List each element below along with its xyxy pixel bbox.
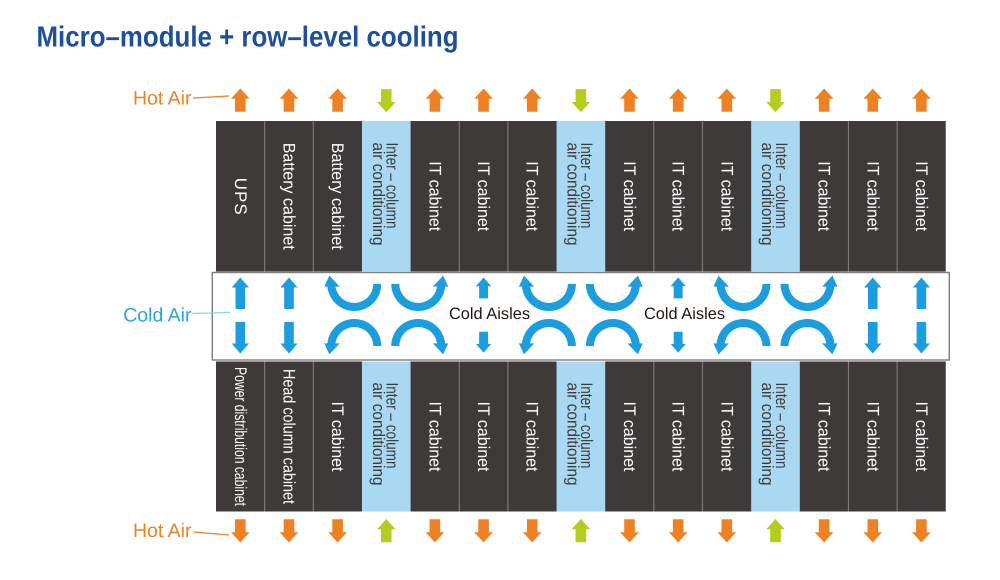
svg-text:Cold Air: Cold Air: [123, 305, 192, 327]
svg-text:Inter – column: Inter – column: [383, 383, 402, 469]
svg-text:Inter – column: Inter – column: [577, 383, 596, 469]
svg-text:IT cabinet: IT cabinet: [815, 161, 834, 231]
svg-text:air conditioning: air conditioning: [564, 143, 583, 246]
svg-text:IT cabinet: IT cabinet: [620, 402, 639, 472]
svg-text:IT cabinet: IT cabinet: [717, 402, 736, 472]
svg-text:IT cabinet: IT cabinet: [425, 402, 444, 472]
svg-text:Cold Aisles: Cold Aisles: [644, 305, 725, 323]
svg-text:Power distribution cabinet: Power distribution cabinet: [231, 367, 250, 506]
svg-text:IT cabinet: IT cabinet: [474, 161, 493, 231]
svg-text:IT cabinet: IT cabinet: [523, 402, 542, 472]
svg-text:Cold Aisles: Cold Aisles: [449, 305, 530, 323]
svg-text:Hot Air: Hot Air: [133, 520, 192, 542]
svg-text:IT cabinet: IT cabinet: [425, 161, 444, 231]
svg-text:IT cabinet: IT cabinet: [863, 402, 882, 472]
svg-text:Head column cabinet: Head column cabinet: [279, 369, 298, 504]
svg-text:UPS: UPS: [231, 178, 250, 215]
svg-text:IT cabinet: IT cabinet: [912, 402, 931, 472]
svg-text:Inter – column: Inter – column: [772, 383, 791, 469]
svg-text:air conditioning: air conditioning: [369, 143, 388, 246]
svg-text:Micro–module + row–level cooli: Micro–module + row–level cooling: [37, 22, 459, 54]
svg-text:IT cabinet: IT cabinet: [815, 402, 834, 472]
svg-text:air conditioning: air conditioning: [758, 143, 777, 246]
svg-text:Inter – column: Inter – column: [577, 143, 596, 229]
svg-text:IT cabinet: IT cabinet: [669, 402, 688, 472]
svg-text:IT cabinet: IT cabinet: [912, 161, 931, 231]
svg-text:IT cabinet: IT cabinet: [669, 161, 688, 231]
svg-text:Battery cabinet: Battery cabinet: [279, 143, 298, 250]
svg-text:air conditioning: air conditioning: [564, 383, 583, 486]
svg-text:Inter – column: Inter – column: [772, 143, 791, 229]
svg-text:Hot Air: Hot Air: [133, 88, 192, 110]
svg-text:IT cabinet: IT cabinet: [863, 161, 882, 231]
svg-text:IT cabinet: IT cabinet: [474, 402, 493, 472]
svg-text:air conditioning: air conditioning: [369, 383, 388, 486]
svg-text:Inter – column: Inter – column: [383, 143, 402, 229]
svg-text:IT cabinet: IT cabinet: [620, 161, 639, 231]
svg-text:Battery cabinet: Battery cabinet: [328, 143, 347, 250]
svg-text:IT cabinet: IT cabinet: [717, 161, 736, 231]
svg-text:air conditioning: air conditioning: [758, 383, 777, 486]
svg-text:IT cabinet: IT cabinet: [328, 402, 347, 472]
svg-text:IT cabinet: IT cabinet: [523, 161, 542, 231]
